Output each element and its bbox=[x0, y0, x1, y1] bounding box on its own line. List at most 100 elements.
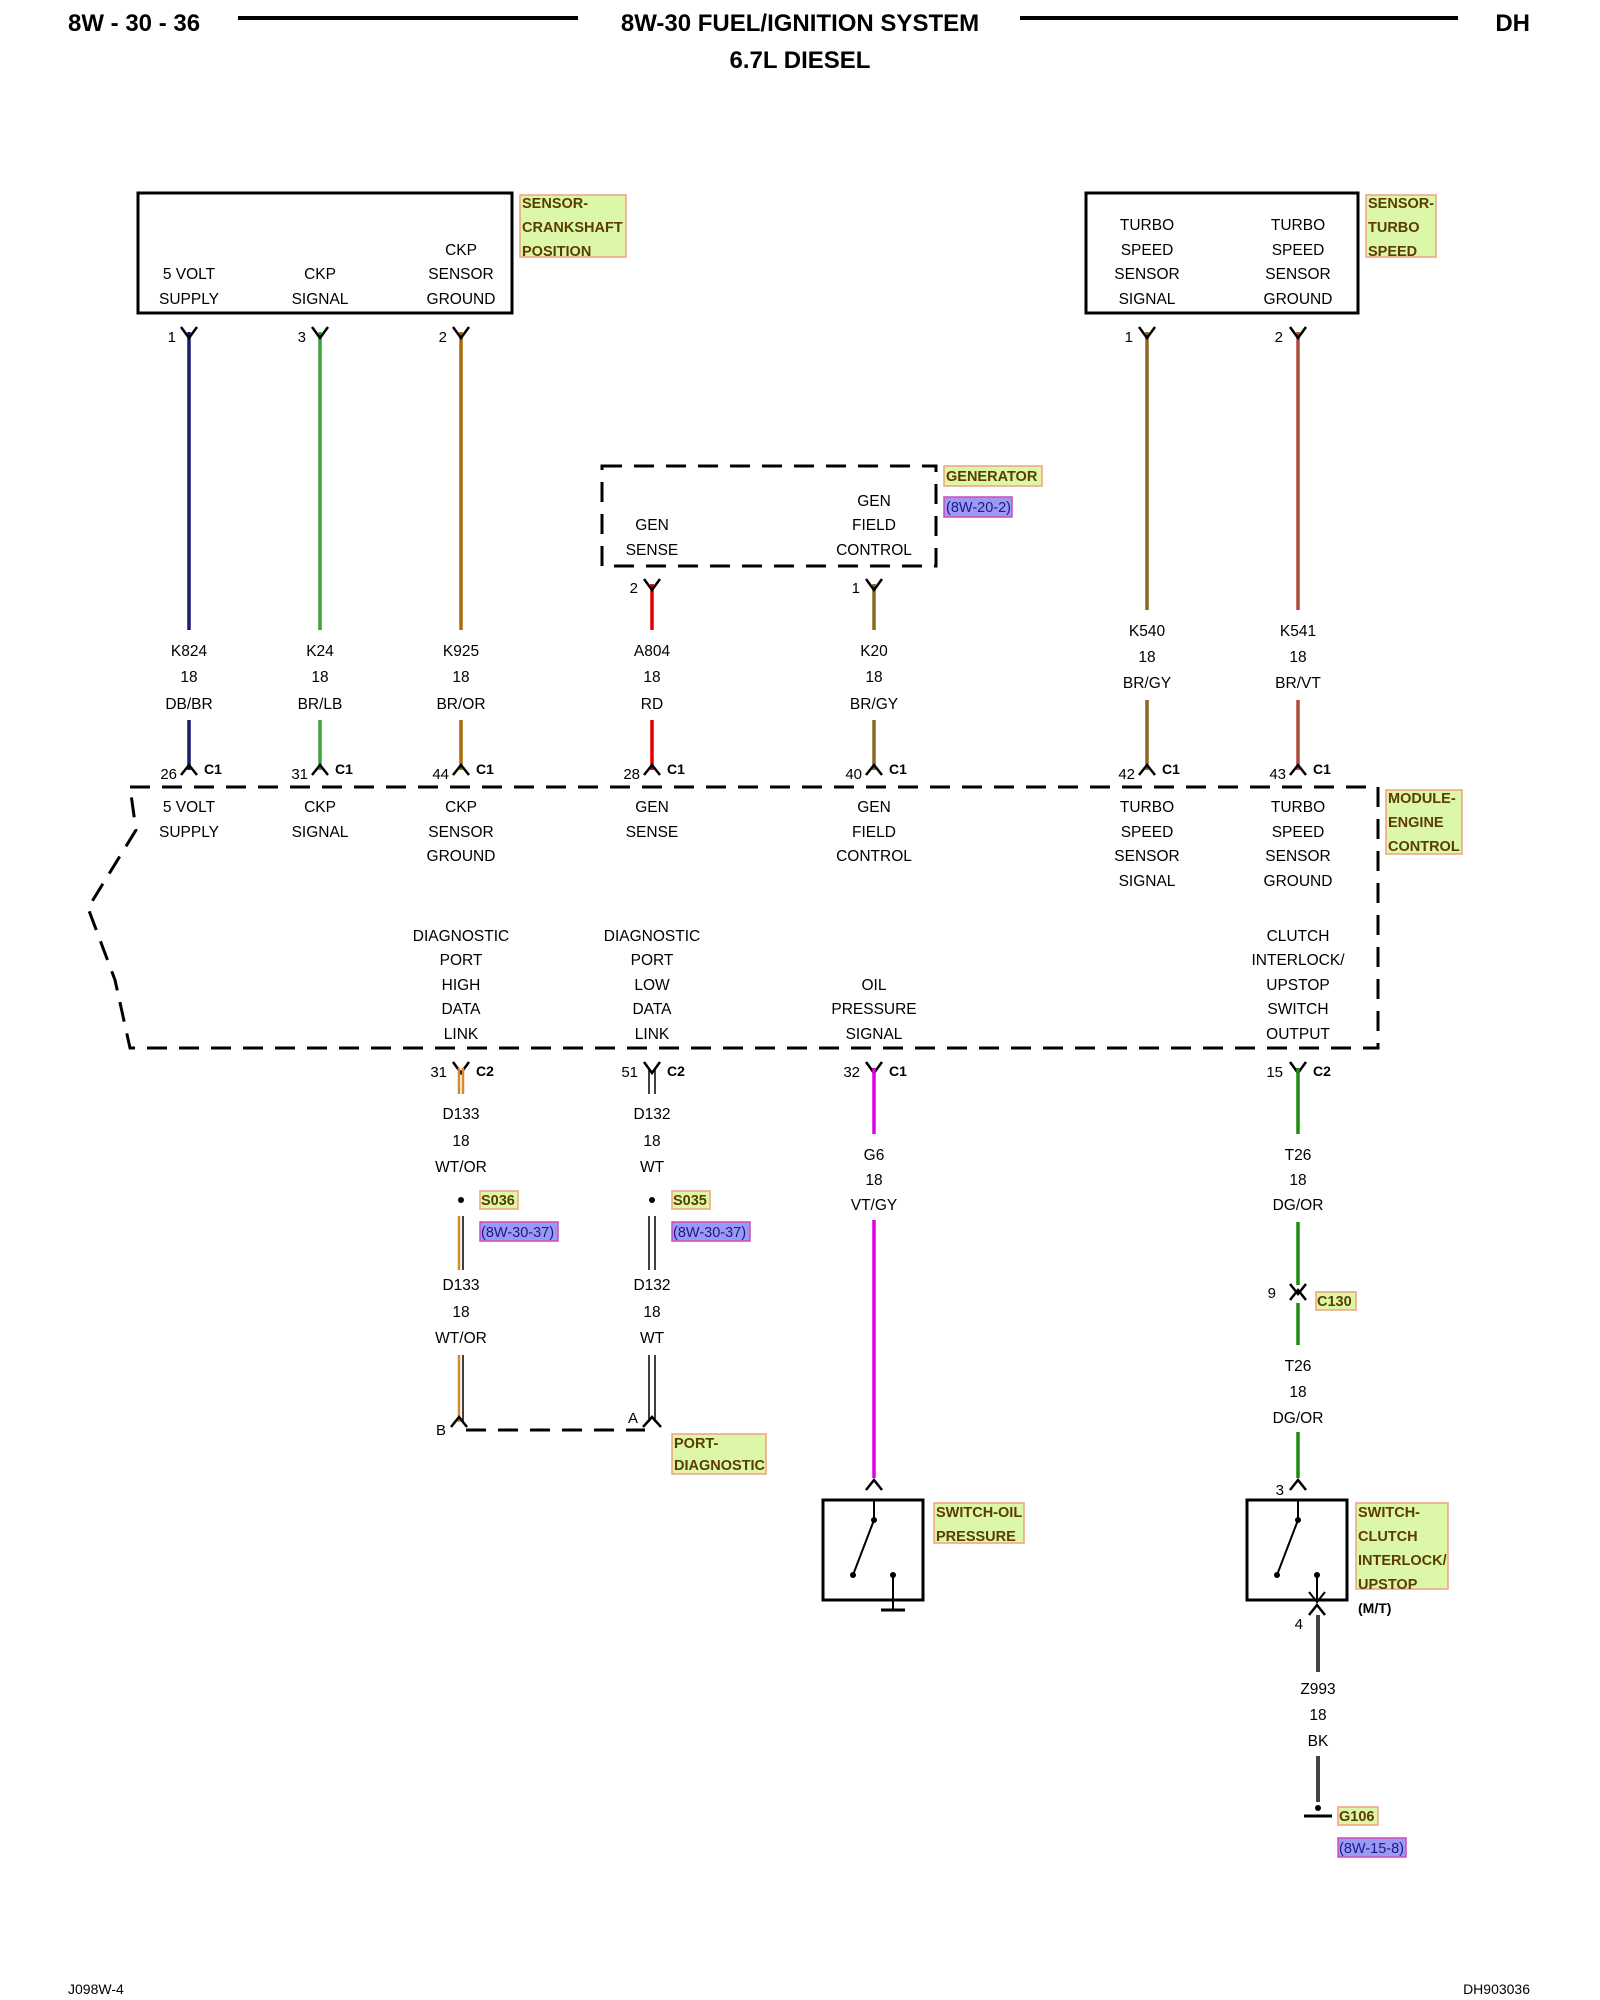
chevron-icon bbox=[865, 762, 883, 776]
diag-port-tag-2: DIAGNOSTIC bbox=[674, 1458, 766, 1474]
wire-label: 18 bbox=[311, 669, 328, 686]
connector-label: C2 bbox=[667, 1063, 685, 1079]
lower-wires bbox=[457, 1068, 1320, 1802]
wire-label: A804 bbox=[634, 643, 671, 660]
ecm-pin-label: SENSOR bbox=[428, 824, 493, 841]
ckp-pin-label: CKP bbox=[445, 242, 477, 259]
chevron-icon bbox=[1288, 326, 1308, 341]
ecm-pin-label: 5 VOLT bbox=[163, 799, 216, 816]
connector-label: C1 bbox=[1313, 761, 1331, 777]
turbo-speed-sensor: SENSOR- TURBO SPEED TURBO SPEED SENSOR S… bbox=[1084, 191, 1437, 346]
ckp-pin-label: 5 VOLT bbox=[163, 266, 216, 283]
ckp-sensor: SENSOR- CRANKSHAFT POSITION 5 VOLT SUPPL… bbox=[136, 191, 627, 346]
wire-label: 18 bbox=[1289, 1172, 1306, 1189]
ecm-tag-3: CONTROL bbox=[1388, 839, 1460, 855]
pin-number: 1 bbox=[168, 329, 176, 346]
model-code: DH bbox=[1495, 10, 1530, 37]
chevron-icon bbox=[1289, 1477, 1307, 1491]
clutch-switch-tag-4: UPSTOP bbox=[1358, 1577, 1418, 1593]
turbo-pin-label: SPEED bbox=[1121, 242, 1174, 259]
ecm-pin-label: DATA bbox=[441, 1001, 481, 1018]
connector-label: C1 bbox=[1162, 761, 1180, 777]
chevron-icon bbox=[864, 578, 884, 593]
oil-pressure-switch: SWITCH-OIL PRESSURE bbox=[821, 1477, 1025, 1612]
ckp-sensor-tag-3: POSITION bbox=[522, 244, 591, 260]
ecm-pin-label: SPEED bbox=[1272, 824, 1325, 841]
arrow-down-icon bbox=[1308, 1591, 1326, 1604]
clutch-interlock-switch: 3 4 SWITCH- CLUTCH INTERLOCK/ UPSTOP (M/… bbox=[1245, 1477, 1449, 1633]
chevron-icon bbox=[1289, 1283, 1307, 1297]
chevron-icon bbox=[1289, 762, 1307, 776]
ecm-pin-label: CLUTCH bbox=[1267, 928, 1330, 945]
wire-label: 18 bbox=[865, 1172, 882, 1189]
ecm-pin-label: OIL bbox=[862, 977, 887, 994]
pin-number: 51 bbox=[621, 1064, 638, 1081]
oil-switch-tag-2: PRESSURE bbox=[936, 1529, 1016, 1545]
pin-number: 2 bbox=[630, 580, 638, 597]
chevron-icon bbox=[865, 1477, 883, 1491]
s035-ref-link[interactable]: (8W-30-37) bbox=[673, 1225, 746, 1241]
chevron-icon bbox=[452, 762, 470, 776]
ecm-pin-label: INTERLOCK/ bbox=[1251, 952, 1345, 969]
wire-label: Z993 bbox=[1300, 1681, 1335, 1698]
g106-ref-link[interactable]: (8W-15-8) bbox=[1339, 1841, 1404, 1857]
wire-label: 18 bbox=[1289, 1384, 1306, 1401]
turbo-sensor-tag-1: SENSOR- bbox=[1368, 196, 1434, 212]
wire-label: T26 bbox=[1285, 1147, 1312, 1164]
wire-label: VT/GY bbox=[851, 1197, 898, 1214]
wire-label: 18 bbox=[1309, 1707, 1326, 1724]
wire-label: 18 bbox=[865, 669, 882, 686]
pin-number: 31 bbox=[430, 1064, 447, 1081]
page-subtitle: 6.7L DIESEL bbox=[730, 47, 871, 74]
ckp-sensor-tag-1: SENSOR- bbox=[522, 196, 588, 212]
ecm-pin-label: PORT bbox=[440, 952, 483, 969]
s035-tag-bg bbox=[671, 1190, 711, 1210]
pin-number: 2 bbox=[1275, 329, 1283, 346]
c130-tag: C130 bbox=[1317, 1294, 1352, 1310]
diagnostic-port: B A PORT- DIAGNOSTIC bbox=[436, 1410, 767, 1475]
wire-label: D132 bbox=[633, 1106, 670, 1123]
clutch-switch-note: (M/T) bbox=[1358, 1600, 1391, 1616]
ckp-pin-label: CKP bbox=[304, 266, 336, 283]
splice-dot bbox=[458, 1197, 464, 1203]
generator-tag-bg bbox=[943, 465, 1043, 487]
ecm-pin-label: OUTPUT bbox=[1266, 1026, 1330, 1043]
wire-label: 18 bbox=[1289, 649, 1306, 666]
wire-label: BR/OR bbox=[436, 696, 485, 713]
generator-ref-link[interactable]: (8W-20-2) bbox=[946, 500, 1011, 516]
pin-number: 1 bbox=[852, 580, 860, 597]
pin-number: 26 bbox=[160, 766, 177, 783]
s036-ref-link[interactable]: (8W-30-37) bbox=[481, 1225, 554, 1241]
oil-switch-blade bbox=[852, 1519, 875, 1576]
chevron-icon bbox=[450, 1414, 468, 1428]
ckp-sensor-tag-bg bbox=[519, 194, 627, 258]
ground-dot bbox=[1315, 1805, 1321, 1811]
clutch-switch-tag-bg bbox=[1355, 1502, 1449, 1590]
pin-number: 44 bbox=[432, 766, 449, 783]
wire-labels-upper: K824 18 DB/BR K24 18 BR/LB K925 18 BR/OR… bbox=[165, 623, 1321, 713]
wire-label: K24 bbox=[306, 643, 334, 660]
chevron-icon bbox=[643, 762, 661, 776]
ecm-pin-label: DATA bbox=[632, 1001, 672, 1018]
ecm-pin-label: LINK bbox=[444, 1026, 479, 1043]
wire-label: K824 bbox=[171, 643, 208, 660]
connector-label: C1 bbox=[667, 761, 685, 777]
g106-tag: G106 bbox=[1339, 1809, 1374, 1825]
ecm-pin-label: LOW bbox=[634, 977, 670, 994]
ecm-pin-label: SENSOR bbox=[1114, 848, 1179, 865]
ckp-pin-label: SIGNAL bbox=[292, 291, 349, 308]
engine-control-module: MODULE- ENGINE CONTROL 26 C1 31 C1 44 C1… bbox=[86, 761, 1463, 1081]
s036-tag: S036 bbox=[481, 1193, 515, 1209]
oil-switch-contact bbox=[850, 1572, 856, 1578]
g106-tag-bg bbox=[1337, 1806, 1379, 1826]
wire-label: T26 bbox=[1285, 1358, 1312, 1375]
connector-label: C1 bbox=[335, 761, 353, 777]
ground-g106: G106 (8W-15-8) bbox=[1304, 1805, 1407, 1858]
generator-tag: GENERATOR bbox=[946, 469, 1038, 485]
s035-tag: S035 bbox=[673, 1193, 707, 1209]
turbo-pin-label: SENSOR bbox=[1114, 266, 1179, 283]
wire-label: 18 bbox=[643, 669, 660, 686]
wire-label: 18 bbox=[452, 1133, 469, 1150]
connector-label: C2 bbox=[476, 1063, 494, 1079]
